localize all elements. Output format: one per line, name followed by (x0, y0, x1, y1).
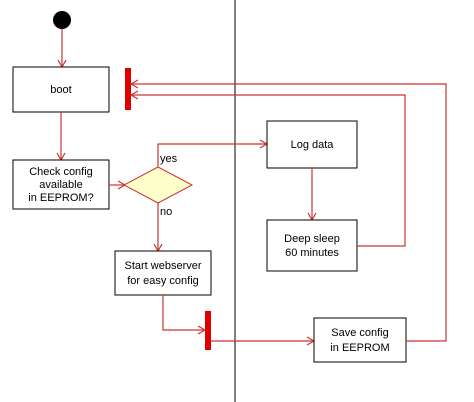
boot-label: boot (50, 84, 71, 96)
arrowhead (129, 79, 139, 89)
no-label: no (160, 206, 172, 218)
check-config-line-3: in EEPROM? (28, 192, 93, 204)
check-config-line-1: Check config (29, 166, 93, 178)
flow-save-to-join (131, 83, 447, 342)
flow-sleep-to-join (131, 94, 406, 247)
webserver-node (114, 250, 212, 296)
webserver-line-1: Start webserver (124, 260, 201, 272)
deep-sleep-line-2: 60 minutes (285, 247, 339, 259)
sync-bar-bottom (205, 311, 211, 350)
join-bar-top (125, 68, 131, 110)
boot-node (12, 66, 110, 113)
decision-node (122, 166, 194, 204)
check-config-node (12, 159, 110, 210)
save-config-line-2: in EEPROM (330, 342, 389, 354)
webserver-line-2: for easy config (127, 275, 199, 287)
deep-sleep-node (266, 219, 358, 272)
deep-sleep-line-1: Deep sleep (284, 233, 340, 245)
flow-yes-to-log-data (157, 143, 267, 167)
arrowhead (129, 90, 139, 100)
log-data-label: Log data (291, 139, 335, 151)
save-config-line-1: Save config (331, 327, 388, 339)
check-config-line-2: available (39, 179, 82, 191)
initial-node (53, 11, 71, 29)
flow-webserver-to-bar (162, 295, 205, 331)
log-data-node (266, 120, 358, 169)
save-config-node (313, 317, 407, 363)
yes-label: yes (160, 153, 178, 165)
